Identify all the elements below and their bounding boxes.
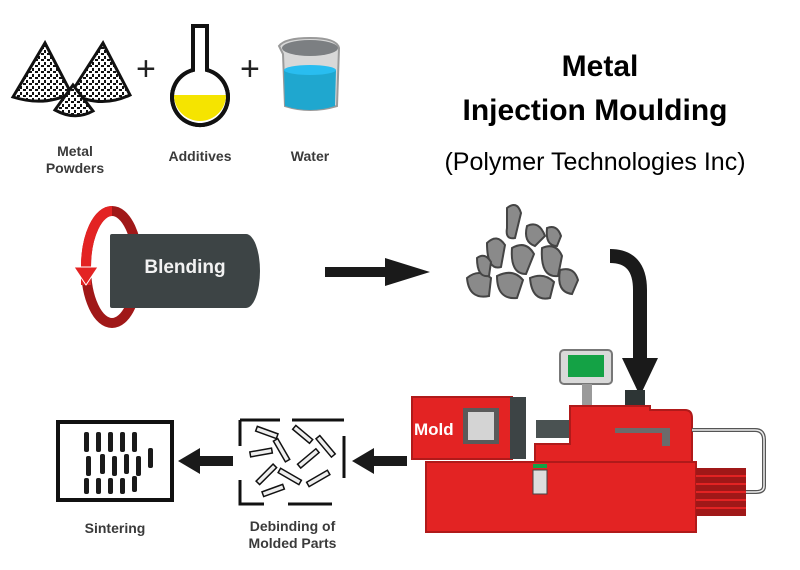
water-label: Water <box>290 148 330 164</box>
debinding-label-line1: Debinding of <box>249 518 336 534</box>
additives-label: Additives <box>168 148 232 164</box>
debinding-label: Debinding of Molded Parts <box>225 518 360 552</box>
beaker-icon <box>277 36 341 111</box>
blending-drum <box>110 234 260 308</box>
metal-powder-piles-icon <box>10 39 133 118</box>
metal-powders-label-line1: Metal <box>57 143 93 159</box>
title-line1: Metal <box>561 50 639 83</box>
arrow-left-icon <box>352 448 407 474</box>
blending-label: Blending <box>144 257 226 278</box>
arrow-down-curved-icon <box>609 249 658 396</box>
subtitle: (Polymer Technologies Inc) <box>444 148 746 176</box>
metal-powders-label-line2: Powders <box>45 160 105 176</box>
mold-label: Mold <box>414 420 454 439</box>
sintering-label: Sintering <box>84 520 146 536</box>
arrow-right-icon <box>325 258 430 286</box>
feedstock-pellets-icon <box>465 203 580 300</box>
plus-operator: + <box>240 50 260 88</box>
debinding-label-line2: Molded Parts <box>248 535 337 551</box>
plus-operator: + <box>136 50 156 88</box>
debinding-parts-icon <box>238 418 346 506</box>
injection-moulding-machine <box>411 349 766 533</box>
title-line2: Injection Moulding <box>462 94 728 127</box>
sintering-furnace-icon <box>56 420 174 502</box>
metal-powders-label: Metal Powders <box>20 143 130 177</box>
flask-icon <box>170 24 230 128</box>
arrow-left-icon <box>178 448 233 474</box>
